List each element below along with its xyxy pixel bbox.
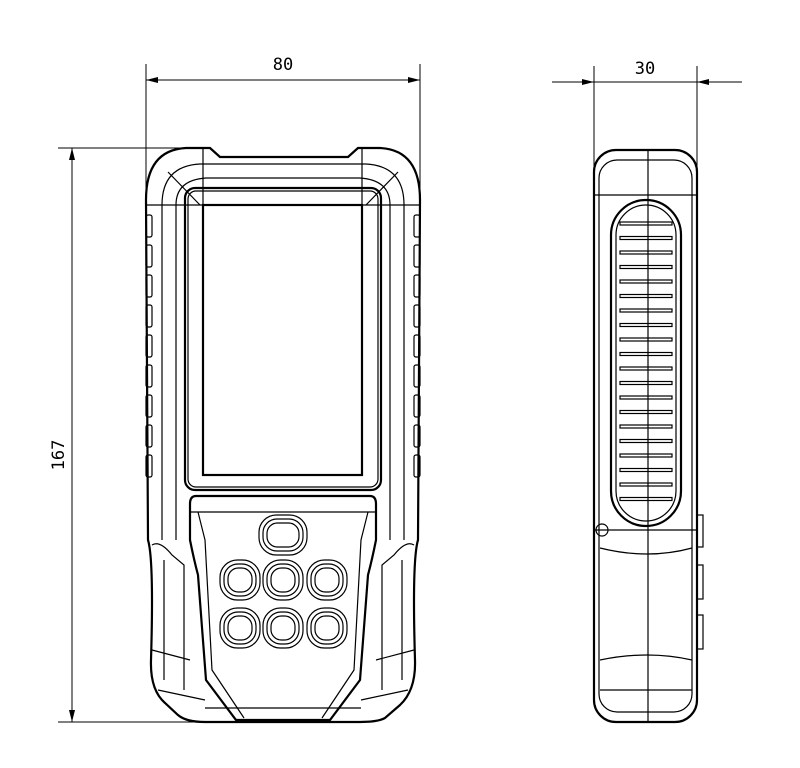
grip-slat bbox=[619, 221, 673, 226]
keypad-inner-line bbox=[197, 511, 369, 719]
bumper-inner-line-2 bbox=[175, 177, 391, 540]
side-view bbox=[592, 148, 704, 724]
side-grip-ribs bbox=[145, 214, 421, 478]
grip-rib-left bbox=[145, 304, 153, 328]
grip-slat bbox=[619, 380, 673, 386]
grip-rib-left bbox=[145, 244, 153, 268]
side-grip-slats bbox=[619, 221, 673, 502]
grip-slat bbox=[619, 409, 673, 415]
grip-slat bbox=[619, 337, 673, 342]
side-button-3 bbox=[696, 614, 704, 650]
front-outline bbox=[144, 146, 422, 724]
lower-bumper-left bbox=[151, 543, 206, 701]
grip-slat bbox=[619, 235, 673, 241]
width-dimension: 80 bbox=[145, 55, 421, 205]
side-grip-pill-inner bbox=[615, 204, 677, 522]
depth-dimension: 30 bbox=[552, 59, 742, 200]
keypad-button bbox=[306, 559, 348, 601]
keypad-button bbox=[262, 607, 304, 649]
lower-bumper-right bbox=[360, 543, 415, 701]
grip-rib-left bbox=[145, 364, 153, 388]
screen-frame bbox=[183, 186, 383, 492]
grip-rib-right bbox=[413, 304, 421, 328]
grip-rib-right bbox=[413, 214, 421, 238]
grip-slat bbox=[619, 351, 673, 357]
side-button-2 bbox=[696, 564, 704, 600]
keypad-button bbox=[219, 559, 261, 601]
grip-slat bbox=[619, 395, 673, 400]
grip-rib-right bbox=[413, 394, 421, 418]
keypad-button bbox=[262, 559, 304, 601]
keypad-buttons bbox=[219, 514, 348, 649]
grip-slat bbox=[619, 264, 673, 270]
grip-rib-left bbox=[145, 424, 153, 448]
front-view bbox=[144, 146, 422, 724]
grip-rib-left bbox=[145, 394, 153, 418]
grip-rib-left bbox=[145, 274, 153, 298]
side-inner-outline bbox=[598, 159, 693, 713]
keypad-top-button bbox=[258, 514, 308, 556]
width-label: 80 bbox=[273, 55, 293, 75]
side-port bbox=[595, 523, 609, 537]
grip-rib-left bbox=[145, 454, 153, 478]
grip-rib-right bbox=[413, 424, 421, 448]
grip-slat bbox=[619, 496, 673, 502]
grip-slat bbox=[619, 250, 673, 255]
depth-label: 30 bbox=[635, 59, 655, 79]
grip-slat bbox=[619, 308, 673, 313]
grip-rib-right bbox=[413, 274, 421, 298]
grip-slat bbox=[619, 424, 673, 429]
grip-rib-left bbox=[145, 334, 153, 358]
keypad-button bbox=[219, 607, 261, 649]
grip-slat bbox=[619, 279, 673, 284]
grip-rib-right bbox=[413, 334, 421, 358]
keypad-panel bbox=[188, 494, 378, 722]
side-button-1 bbox=[696, 514, 704, 548]
side-grip-pill bbox=[609, 198, 683, 528]
grip-rib-right bbox=[413, 244, 421, 268]
grip-slat bbox=[619, 438, 673, 444]
height-dimension: 167 bbox=[49, 147, 240, 723]
display-screen bbox=[201, 203, 364, 477]
screen-frame-inner bbox=[187, 190, 379, 488]
height-label: 167 bbox=[49, 440, 69, 471]
grip-slat bbox=[619, 293, 673, 299]
keypad-button bbox=[306, 607, 348, 649]
grip-rib-right bbox=[413, 454, 421, 478]
grip-rib-right bbox=[413, 364, 421, 388]
side-lower-bumper bbox=[599, 547, 693, 691]
grip-slat bbox=[619, 467, 673, 473]
grip-slat bbox=[619, 322, 673, 328]
grip-slat bbox=[619, 453, 673, 458]
grip-slat bbox=[619, 482, 673, 487]
grip-rib-left bbox=[145, 214, 153, 238]
grip-slat bbox=[619, 366, 673, 371]
corner-seam-right bbox=[365, 171, 399, 206]
side-outline bbox=[592, 148, 699, 724]
corner-seam-left bbox=[167, 171, 201, 206]
bumper-inner-line bbox=[161, 163, 405, 540]
